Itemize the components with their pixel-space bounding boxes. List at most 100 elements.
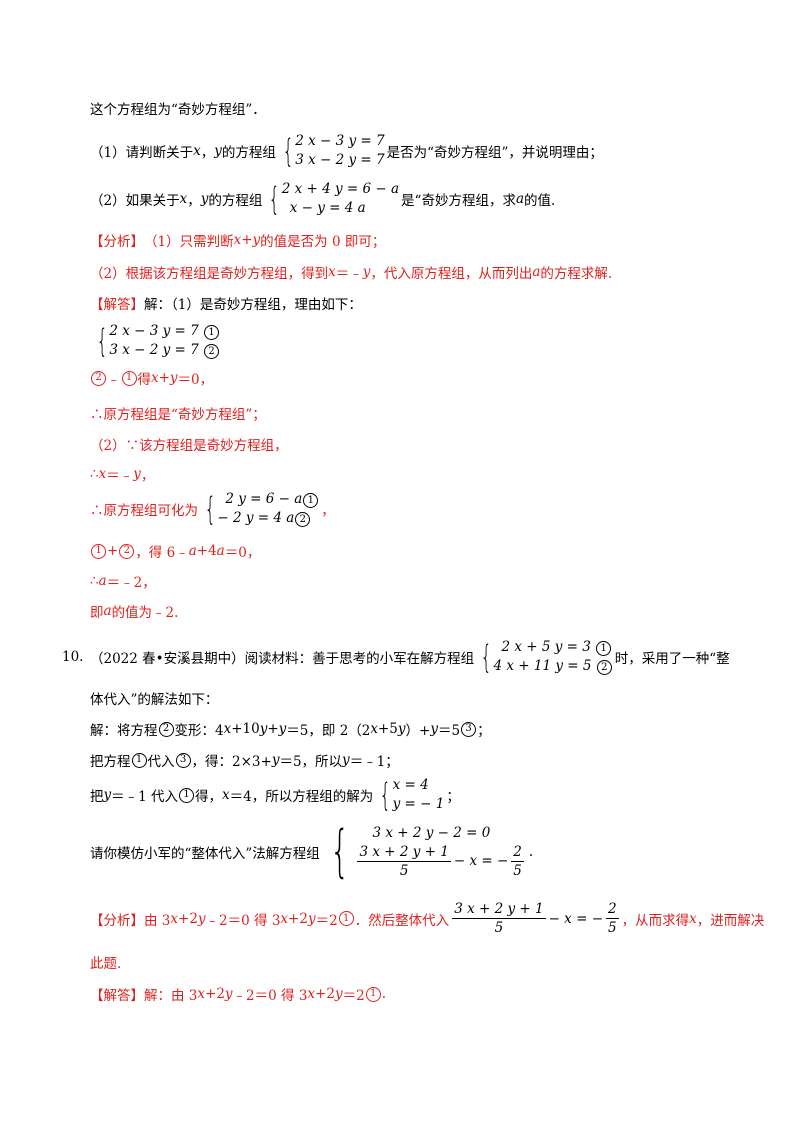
- brace-symbol: {: [480, 638, 492, 676]
- text: ＝﹣: [106, 468, 134, 484]
- text: ﹣2＝0 得 3: [205, 912, 281, 929]
- var-x: x: [98, 466, 107, 482]
- circled-number: 2: [158, 721, 174, 737]
- equation: 2 y = 6 − a: [225, 491, 303, 507]
- text: 变形：4: [174, 723, 224, 739]
- text: 体代入”的解法如下：: [90, 692, 219, 708]
- denominator: 5: [399, 863, 409, 879]
- text: ；: [477, 723, 491, 739]
- text: ＝0，: [177, 372, 214, 388]
- brace-symbol: {: [96, 322, 108, 360]
- brace-symbol: {: [282, 132, 294, 170]
- text: ∴: [90, 466, 99, 482]
- text: 解：将方程: [90, 723, 158, 739]
- q2-post: 是“奇妙方程组，求: [401, 193, 516, 209]
- q1-pre: （1）请判断关于: [90, 145, 194, 161]
- var-x: x: [328, 264, 336, 280]
- circled-number: 3: [461, 721, 477, 737]
- text: ∴原方程组可化为: [90, 503, 198, 519]
- var-y: y: [430, 721, 438, 737]
- var-y: y: [278, 721, 287, 737]
- text: ＝5: [438, 723, 461, 739]
- circled-number: 1: [596, 641, 612, 656]
- step-r3: （2）∵该方程组是奇妙方程组，: [90, 434, 288, 454]
- text: 解：（1）是奇妙方程组，理由如下：: [144, 297, 362, 313]
- text: 即: [90, 605, 104, 621]
- var-x: x: [280, 910, 289, 927]
- q2-pre: （2）如果关于: [90, 193, 180, 209]
- var-x: x: [307, 986, 316, 1002]
- var-y: y: [362, 264, 371, 280]
- var-a: a: [98, 573, 107, 589]
- var-x: x: [197, 986, 206, 1002]
- text: ，代入原方程组，从而列出: [370, 266, 533, 282]
- text: 的方程求解.: [540, 266, 613, 282]
- equation: 2 x − 3 y = 7: [295, 133, 385, 149]
- answer-1: 【解答】解：（1）是奇妙方程组，理由如下：: [90, 293, 362, 313]
- var-y: y: [271, 752, 280, 768]
- equation: y = − 1: [392, 796, 445, 812]
- text: （2）根据该方程组是奇妙方程组，得到: [90, 266, 329, 282]
- circled-number: 1: [121, 370, 137, 386]
- text: +5: [378, 721, 398, 737]
- text: ，得：2×3+: [191, 754, 272, 770]
- equation: 3 x − 2 y = 7: [109, 342, 199, 358]
- equation: x = 4: [392, 777, 429, 793]
- equation: 2 x − 3 y = 7: [109, 323, 199, 339]
- equation: x − y = 4 a: [289, 200, 366, 216]
- var-x: x: [370, 721, 378, 737]
- denominator: 5: [494, 920, 504, 936]
- text: ，从而求得: [621, 912, 690, 929]
- var-y: y: [200, 191, 209, 207]
- circled-number: 2: [596, 660, 612, 675]
- equation: 3 x + 2 y − 2 = 0: [372, 825, 491, 841]
- step-r4: ∴x＝﹣y，: [90, 464, 154, 484]
- q1-post: 是否为“奇妙方程组”，并说明理由；: [386, 145, 603, 161]
- text: +2: [315, 986, 335, 1002]
- var-y: y: [342, 752, 350, 768]
- analysis-tag: 【分析】: [90, 912, 144, 929]
- var-x: x: [223, 721, 232, 737]
- text: 时，采用了一种“整: [614, 651, 730, 667]
- solution-s4: 请你模仿小军的“整体代入”法解方程组 { 3 x + 2 y − 2 = 0 3…: [90, 824, 533, 880]
- analysis-3-cont: 此题.: [90, 952, 121, 972]
- problem-10-cont: 体代入”的解法如下：: [90, 688, 218, 708]
- text: 得，: [195, 789, 223, 805]
- text: ＝﹣1；: [349, 754, 399, 770]
- numerator: 3 x + 2 y + 1: [452, 901, 546, 919]
- brace-symbol: {: [268, 180, 281, 218]
- var-a: a: [515, 191, 525, 207]
- problem-10: 10.（2022 春•安溪县期中）阅读材料：善于思考的小军在解方程组 {2 x …: [62, 638, 730, 676]
- circled-number: 2: [119, 543, 135, 559]
- equation: − x = −: [548, 910, 603, 927]
- var-x: x: [179, 191, 188, 207]
- numerator: 2: [606, 901, 619, 919]
- var-a: a: [188, 543, 197, 559]
- text: （1）只需判断: [144, 234, 234, 250]
- text: +4: [196, 543, 217, 559]
- text: +2: [178, 910, 198, 927]
- equation: 2 x + 5 y = 3: [501, 639, 591, 655]
- var-x: x: [170, 910, 179, 927]
- var-y: y: [307, 910, 316, 927]
- equation: 3 x − 2 y = 7: [295, 152, 385, 168]
- var-y: y: [197, 910, 206, 927]
- var-a: a: [103, 603, 112, 619]
- var-x: x: [193, 143, 201, 159]
- text: ，: [140, 468, 155, 484]
- text: ＝﹣: [335, 266, 363, 282]
